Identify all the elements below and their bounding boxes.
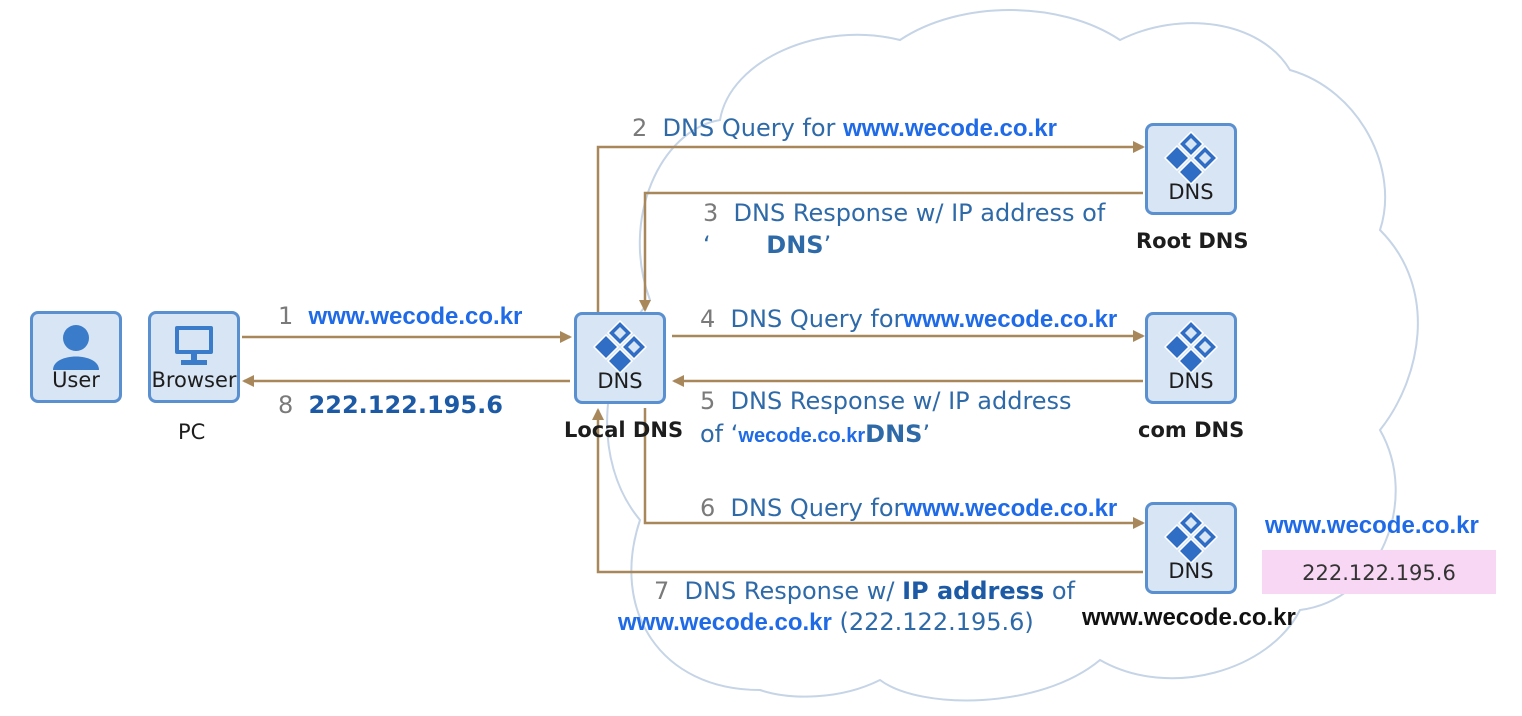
- dns-icon: [592, 319, 648, 373]
- com-dns-caption: com DNS: [1138, 418, 1245, 442]
- root-dns-node: DNS: [1145, 123, 1237, 215]
- browser-label: Browser: [151, 368, 237, 392]
- step-4-url: www.wecode.co.kr: [903, 306, 1118, 333]
- arrow-step-7: [592, 408, 1143, 574]
- record-ip: 222.122.195.6: [1302, 561, 1456, 585]
- step-2-url: www.wecode.co.kr: [843, 115, 1057, 142]
- step-5-label-line2: of ‘wecode.co.krDNS’: [700, 420, 931, 448]
- record-domain: www.wecode.co.kr: [1265, 512, 1479, 539]
- step-4-label: 4 DNS Query forwww.wecode.co.kr: [700, 305, 1118, 333]
- step-7-label-line2: www.wecode.co.kr (222.122.195.6): [618, 608, 1034, 636]
- step-1-url: www.wecode.co.kr: [308, 303, 523, 330]
- pc-caption: PC: [178, 420, 206, 444]
- user-label: User: [52, 368, 100, 392]
- com-dns-node: DNS: [1145, 312, 1237, 404]
- record-ip-box: 222.122.195.6: [1262, 550, 1496, 594]
- step-1-label: 1 www.wecode.co.kr: [278, 302, 523, 330]
- step-7-label: 7 DNS Response w/ IP address of: [654, 577, 1075, 605]
- user-icon: [53, 325, 99, 370]
- step-8-ip: 222.122.195.6: [308, 391, 503, 419]
- step-3-label: 3 DNS Response w/ IP address of: [703, 199, 1106, 227]
- auth-dns-node: DNS: [1145, 502, 1237, 594]
- browser-node: Browser: [148, 311, 240, 403]
- auth-dns-label: DNS: [1168, 559, 1214, 583]
- step-5-label: 5 DNS Response w/ IP address: [700, 387, 1072, 415]
- root-dns-label: DNS: [1168, 180, 1214, 204]
- step-6-label: 6 DNS Query forwww.wecode.co.kr: [700, 494, 1118, 522]
- local-dns-label: DNS: [597, 369, 643, 393]
- step-8-label: 8 222.122.195.6: [278, 391, 503, 419]
- com-dns-label: DNS: [1168, 369, 1214, 393]
- step-6-url: www.wecode.co.kr: [903, 495, 1118, 522]
- arrow-step-3: [639, 191, 1143, 312]
- monitor-icon: [175, 326, 213, 365]
- root-dns-caption: Root DNS: [1136, 229, 1249, 253]
- dns-icon: [1163, 319, 1219, 373]
- user-node: User: [30, 311, 122, 403]
- step-3-label-line2: ‘ DNS’: [703, 231, 832, 259]
- arrow-step-2: [596, 141, 1145, 312]
- arrow-step-6: [643, 408, 1145, 529]
- auth-dns-caption: www.wecode.co.kr: [1082, 604, 1296, 631]
- step-2-label: 2 DNS Query for www.wecode.co.kr: [632, 114, 1057, 142]
- local-dns-caption: Local DNS: [564, 418, 684, 442]
- local-dns-node: DNS: [574, 312, 666, 404]
- dns-icon: [1163, 130, 1219, 184]
- step-7-url: www.wecode.co.kr: [618, 609, 832, 636]
- dns-icon: [1163, 509, 1219, 563]
